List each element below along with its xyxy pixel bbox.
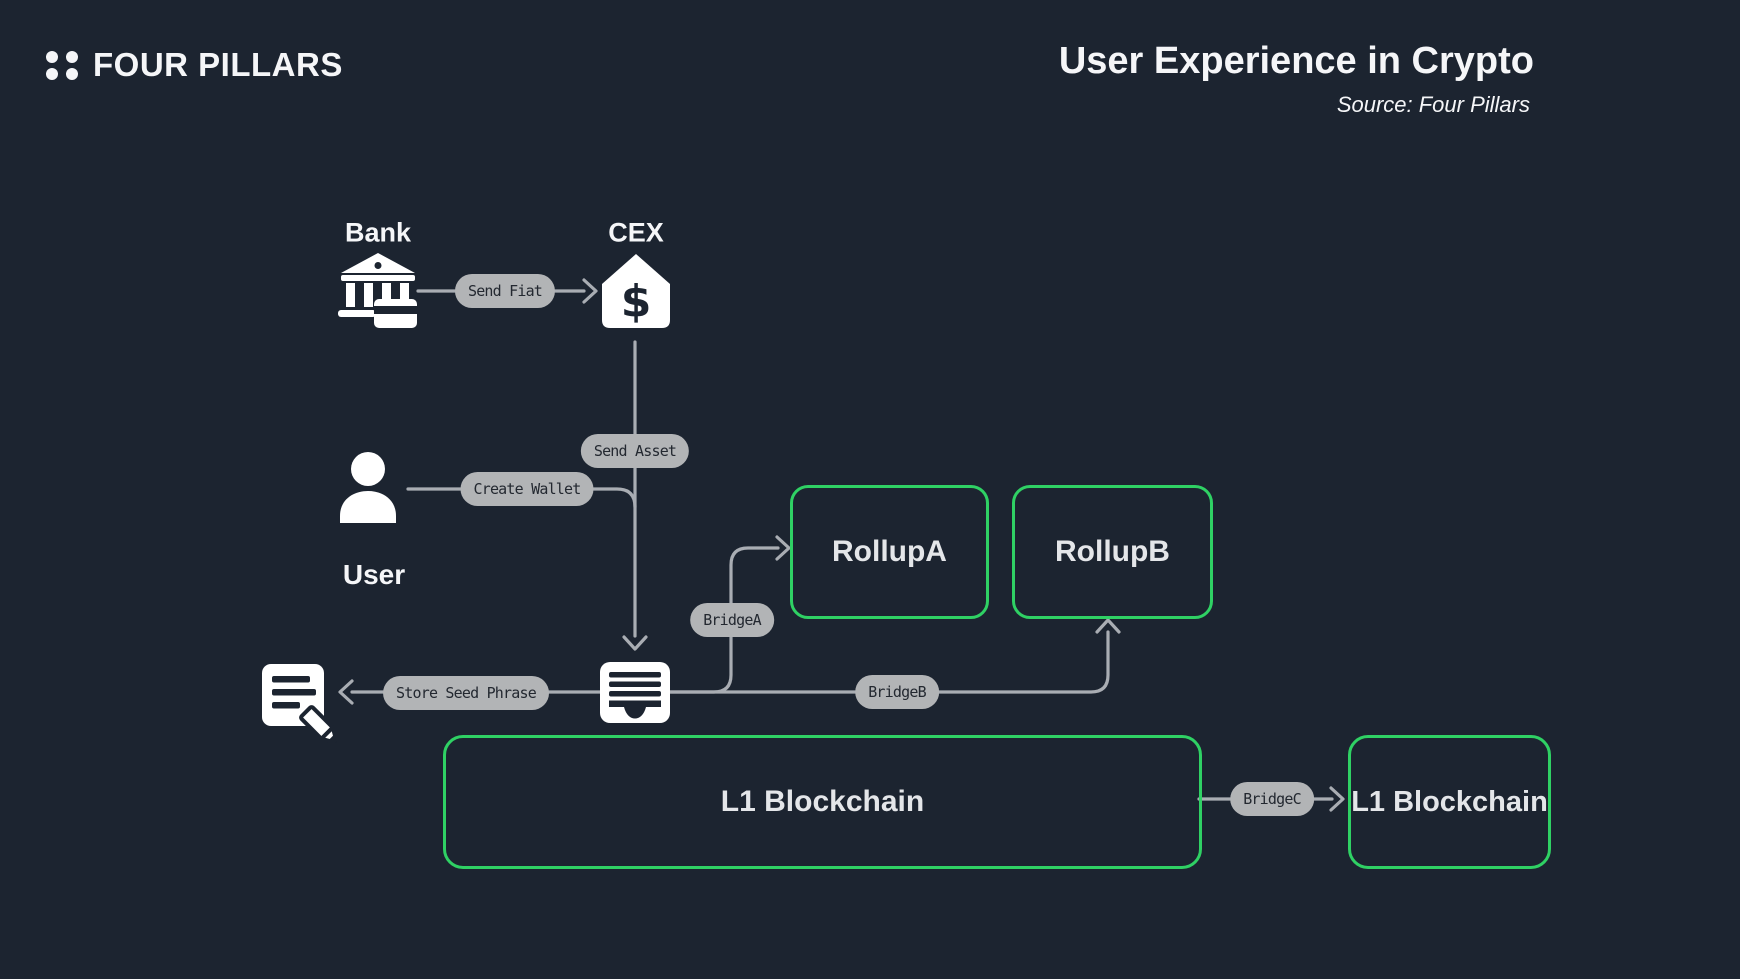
l1-other-label: L1 Blockchain <box>1351 785 1548 818</box>
edge-send-asset-arrowhead <box>622 635 648 651</box>
edge-send-fiat-arrowhead <box>582 278 598 304</box>
bank-label: Bank <box>344 217 412 248</box>
edge-label-create-wallet: Create Wallet <box>460 472 594 506</box>
edge-bridge-b-arrowhead <box>1095 618 1121 634</box>
seed-note-icon <box>262 664 340 746</box>
rollup-a-box: RollupA <box>790 485 989 619</box>
edge-label-send-fiat: Send Fiat <box>454 274 556 308</box>
l1-main-box: L1 Blockchain <box>443 735 1202 869</box>
edge-bridge-b-line <box>668 630 1110 694</box>
user-label: User <box>342 559 406 590</box>
source-caption: Source: Four Pillars <box>1336 92 1530 117</box>
l1-other-box: L1 Blockchain <box>1348 735 1551 869</box>
brand-name: FOUR PILLARS <box>93 46 343 83</box>
edge-label-send-asset: Send Asset <box>580 434 690 468</box>
brand-dots-icon <box>46 50 78 80</box>
page-title: User Experience in Crypto <box>1058 40 1534 82</box>
bank-icon <box>338 253 417 328</box>
rollup-a-label: RollupA <box>832 535 947 568</box>
user-icon <box>340 452 396 523</box>
l1-main-label: L1 Blockchain <box>720 785 925 818</box>
wallet-icon <box>600 662 670 723</box>
cex-label: CEX <box>608 217 664 248</box>
cex-dollar-glyph: $ <box>621 276 652 327</box>
edge-label-bridge-b: BridgeB <box>855 675 939 709</box>
rollup-b-box: RollupB <box>1012 485 1213 619</box>
edge-create-wallet-line <box>406 487 637 509</box>
edge-label-bridge-a: BridgeA <box>690 603 774 637</box>
cex-icon: $ <box>602 254 670 328</box>
edge-bridge-a-arrowhead <box>775 535 791 561</box>
brand: FOUR PILLARS <box>46 46 343 84</box>
edge-bridge-c-arrowhead <box>1329 786 1345 812</box>
edge-label-store-seed-phrase: Store Seed Phrase <box>383 676 549 710</box>
rollup-b-label: RollupB <box>1055 535 1170 568</box>
edge-store-seed-arrowhead <box>338 679 354 705</box>
edge-label-bridge-c: BridgeC <box>1230 782 1314 816</box>
